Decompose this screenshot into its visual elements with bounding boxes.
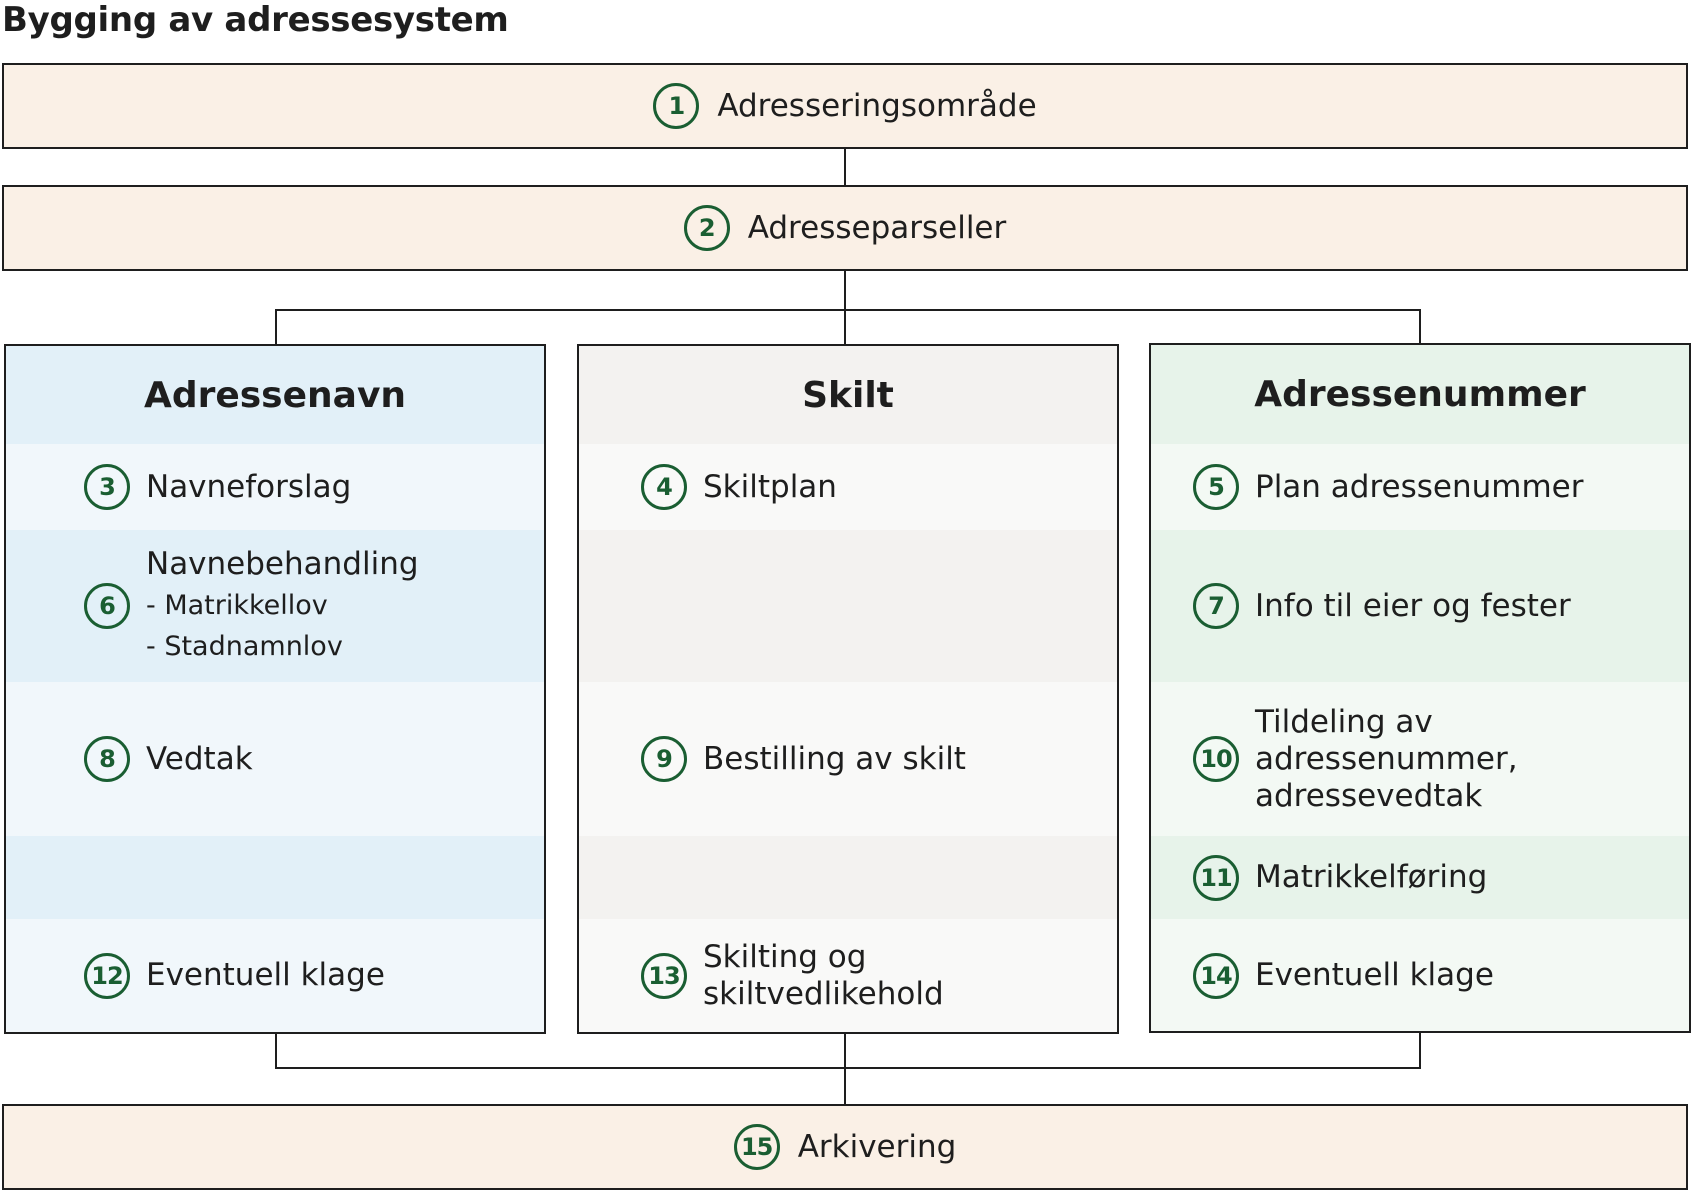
column-heading: Adressenummer (1151, 345, 1689, 444)
connector-line (1419, 1032, 1421, 1069)
diagram-title: Bygging av adressesystem (2, 0, 509, 40)
connector-line (275, 309, 1421, 311)
empty-row (6, 836, 544, 919)
step-number-badge: 15 (733, 1124, 780, 1170)
step-number-badge: 2 (683, 205, 730, 251)
step-label: Vedtak (146, 740, 253, 777)
step-row: 6 Navnebehandling - Matrikkellov - Stadn… (6, 530, 544, 682)
step-number-badge: 10 (1193, 736, 1239, 782)
step-label-line: adressenummer, (1255, 740, 1518, 777)
step-row: 4 Skiltplan (579, 444, 1117, 530)
step-label-line: Skilting og (703, 938, 867, 975)
step-label: Adresseringsområde (717, 88, 1037, 124)
connector-line (275, 1032, 277, 1069)
connector-line (275, 309, 277, 345)
empty-row (579, 530, 1117, 682)
step-label: Arkivering (797, 1129, 957, 1165)
step-label-line: adressevedtak (1255, 777, 1483, 814)
step-label: Matrikkelføring (1255, 859, 1488, 895)
step-sublabel: - Stadnamnlov (146, 630, 343, 662)
step-row: 5 Plan adressenummer (1151, 444, 1689, 530)
connector-line (844, 271, 846, 345)
step-number-badge: 4 (641, 464, 687, 510)
step-row: 11 Matrikkelføring (1151, 836, 1689, 919)
empty-row (579, 836, 1117, 919)
step-number-badge: 1 (653, 83, 700, 129)
step-label-line: skiltvedlikehold (703, 975, 944, 1012)
step-row: 3 Navneforslag (6, 444, 544, 530)
column-skilt: Skilt 4 Skiltplan 9 Bestilling av skilt … (577, 344, 1119, 1034)
step-sublabel: - Matrikkellov (146, 589, 328, 621)
step-row: 13 Skilting og skiltvedlikehold (579, 919, 1117, 1032)
step-number-badge: 11 (1193, 854, 1239, 901)
step-number-badge: 7 (1193, 583, 1239, 629)
connector-line (275, 1067, 1421, 1069)
step-row: 14 Eventuell klage (1151, 919, 1689, 1031)
step-number-badge: 12 (84, 952, 130, 999)
column-heading: Skilt (579, 346, 1117, 444)
step-label: Eventuell klage (146, 957, 385, 993)
step-number-badge: 13 (641, 952, 687, 999)
step-adresseringsomrade: 1 Adresseringsområde (2, 63, 1688, 149)
column-adressenavn: Adressenavn 3 Navneforslag 6 Navnebehand… (4, 344, 546, 1034)
connector-line (844, 1032, 846, 1106)
step-row: 9 Bestilling av skilt (579, 682, 1117, 836)
step-number-badge: 9 (641, 736, 687, 782)
step-label: Bestilling av skilt (703, 740, 966, 777)
step-number-badge: 14 (1193, 952, 1239, 999)
step-arkivering: 15 Arkivering (2, 1104, 1688, 1190)
column-adressenummer: Adressenummer 5 Plan adressenummer 7 Inf… (1149, 343, 1691, 1033)
step-label: Adresseparseller (747, 210, 1007, 246)
step-row: 12 Eventuell klage (6, 919, 544, 1032)
step-number-badge: 5 (1193, 464, 1239, 510)
step-number-badge: 6 (84, 583, 130, 629)
step-adresseparseller: 2 Adresseparseller (2, 185, 1688, 271)
step-label: Navnebehandling (146, 545, 419, 582)
connector-line (1419, 309, 1421, 345)
step-label: Skiltplan (703, 468, 837, 505)
step-label: Eventuell klage (1255, 957, 1494, 993)
step-label: Plan adressenummer (1255, 468, 1584, 505)
step-label-line: Tildeling av (1255, 703, 1433, 740)
step-row: 7 Info til eier og fester (1151, 530, 1689, 682)
step-row: 10 Tildeling av adressenummer, adresseve… (1151, 682, 1689, 836)
step-number-badge: 8 (84, 736, 130, 782)
step-number-badge: 3 (84, 464, 130, 510)
column-heading: Adressenavn (6, 346, 544, 444)
step-label: Navneforslag (146, 468, 352, 505)
connector-line (844, 149, 846, 186)
step-label: Info til eier og fester (1255, 587, 1571, 624)
step-row: 8 Vedtak (6, 682, 544, 836)
